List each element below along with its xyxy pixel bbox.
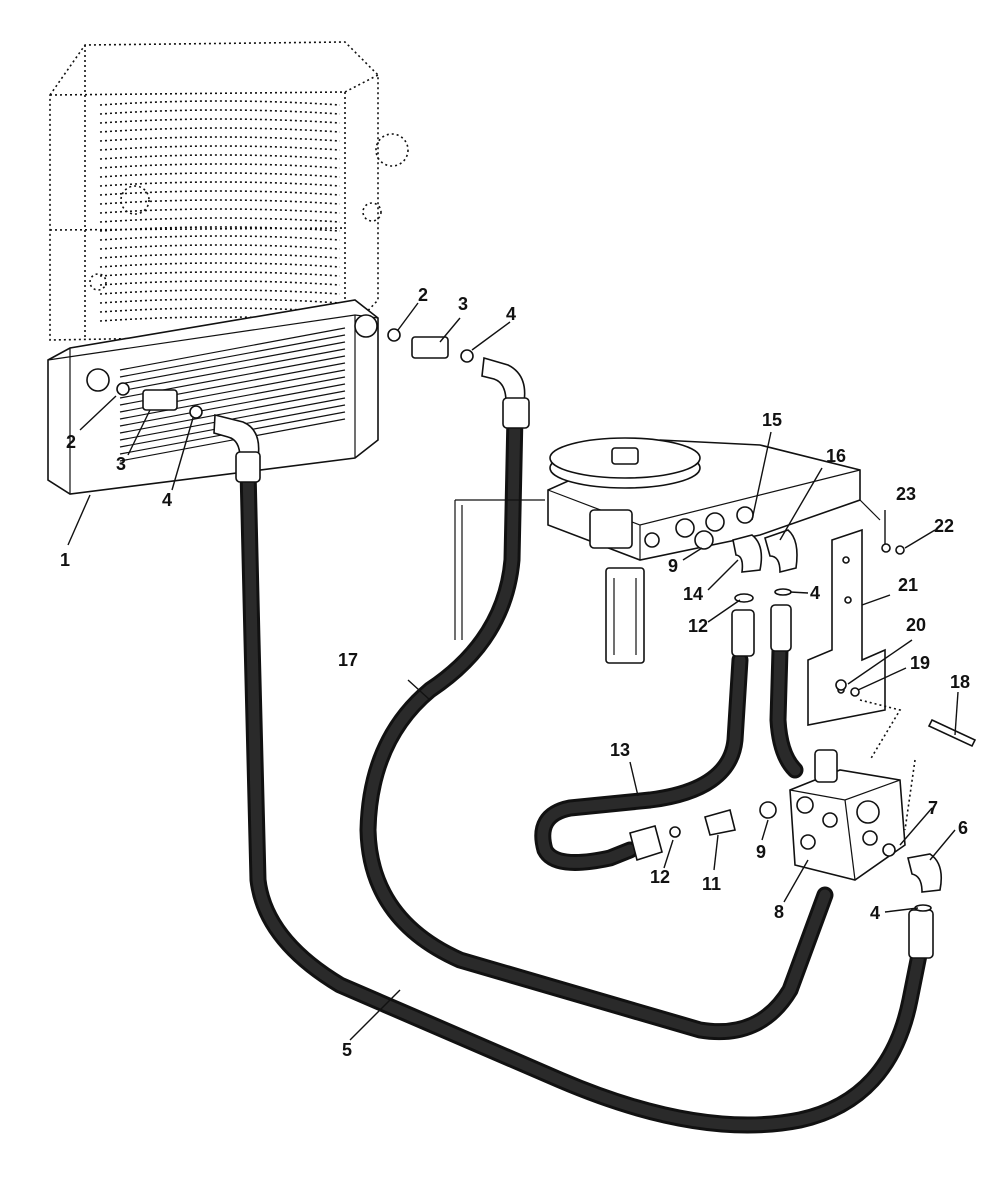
callout-22: 22 [934,516,954,536]
callout-2: 2 [66,432,76,452]
hoses [235,397,934,1134]
callout-13: 13 [610,740,630,760]
callout-9: 9 [668,556,678,576]
callout-17: 17 [338,650,358,670]
callout-18: 18 [950,672,970,692]
callout-14: 14 [683,584,703,604]
tank-fittings [694,529,798,603]
leader-lines [67,302,959,1041]
callout-12: 12 [688,616,708,636]
callout-20: 20 [906,615,926,635]
callout-7: 7 [928,798,938,818]
callout-1: 1 [60,550,70,570]
callout-16: 16 [826,446,846,466]
callout-12: 12 [650,867,670,887]
phantom-radiator [49,41,409,341]
callout-2: 2 [418,285,428,305]
callout-21: 21 [898,575,918,595]
mounting-bracket [807,528,977,831]
callout-3: 3 [116,454,126,474]
oil-cooler [47,299,379,495]
hydraulic-tank [454,437,881,664]
callout-6: 6 [958,818,968,838]
callout-15: 15 [762,410,782,430]
callout-5: 5 [342,1040,352,1060]
callout-4: 4 [506,304,516,324]
callout-19: 19 [910,653,930,673]
callout-11: 11 [702,874,721,894]
callout-3: 3 [458,294,468,314]
callout-4: 4 [810,583,820,603]
callout-8: 8 [774,902,784,922]
valve-block [629,749,943,912]
callout-23: 23 [896,484,916,504]
callout-9: 9 [756,842,766,862]
callout-4: 4 [162,490,172,510]
callout-labels: 1 2 3 4 2 3 4 17 5 13 12 14 9 15 16 4 23… [60,285,970,1060]
callout-4: 4 [870,903,880,923]
